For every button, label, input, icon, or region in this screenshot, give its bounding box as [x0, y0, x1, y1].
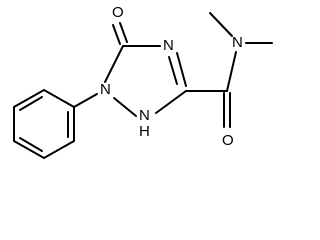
bond-c5-o1-b — [119, 22, 128, 43]
atom-label-o1: O — [112, 4, 124, 21]
atom-label-n2-h: H — [139, 123, 150, 140]
bond-n1-c5 — [104, 45, 124, 83]
dimethylamide-group — [185, 12, 273, 128]
atom-label-n2: N — [139, 107, 150, 124]
atom-label-n4: N — [163, 37, 174, 54]
bond-n4-c3 — [176, 52, 187, 87]
bond-ph-3 — [13, 140, 45, 159]
triazole-ring — [104, 45, 187, 117]
bond-ph-6 — [43, 89, 75, 108]
bond-ph-inner-3 — [19, 96, 43, 111]
atom-label-n1: N — [100, 81, 111, 98]
bond-n1-cipso — [73, 93, 98, 108]
atom-label-o7: O — [222, 132, 234, 149]
molecule-svg: O N N N H N O — [13, 4, 273, 159]
molecule-structure-diagram: O N N N H N O — [13, 4, 273, 159]
atom-label-amide-n: N — [232, 34, 243, 51]
ring-carbonyl — [112, 22, 128, 45]
phenyl-ring — [13, 89, 98, 159]
bond-n4-c3-inner — [168, 56, 178, 85]
bond-ph-2 — [43, 140, 75, 159]
bond-ph-5 — [13, 89, 45, 108]
bond-c5-o1-a — [112, 24, 121, 45]
bond-n2-n1 — [113, 97, 137, 117]
bond-c3-n2 — [155, 90, 187, 114]
bond-ph-inner-2 — [19, 137, 43, 152]
bond-n-me1 — [209, 12, 233, 37]
bond-camide-n — [226, 51, 237, 92]
